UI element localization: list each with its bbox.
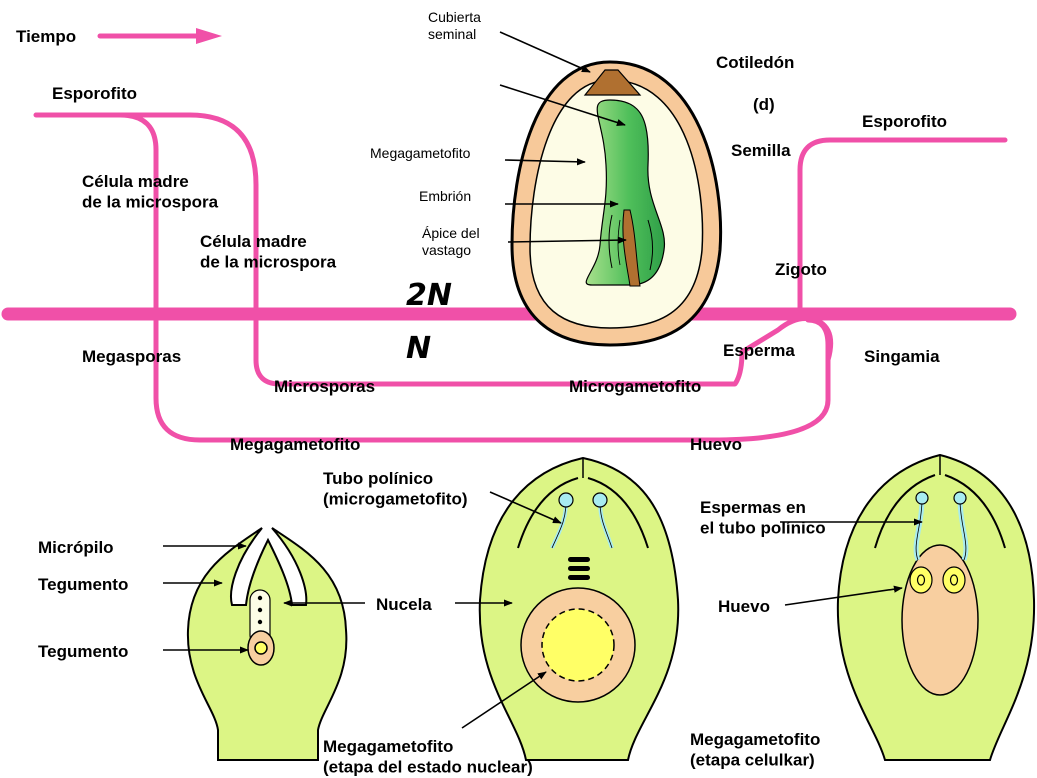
panel-letter: (d) [753, 95, 775, 114]
embryo-label: Embrión [419, 188, 471, 204]
syngamy-label: Singamia [864, 347, 940, 366]
ovule-small [188, 528, 346, 760]
microgametophyte-label: Microgametofito [569, 377, 701, 396]
egg-cycle-label: Huevo [690, 435, 742, 454]
sporophyte-right-label: Esporofito [862, 112, 947, 131]
nuclear-stage-caption: Megagametofito(etapa del estado nuclear) [323, 737, 533, 776]
central-nucleus [542, 609, 614, 681]
time-label: Tiempo [16, 27, 76, 46]
cotyledon-label: Cotiledón [716, 53, 794, 72]
time-arrow-head [196, 28, 222, 44]
ovule-cellular-stage [838, 455, 1034, 760]
sperm-label: Esperma [723, 341, 795, 360]
zygote-label: Zigoto [775, 260, 827, 279]
megagametophyte-cycle-label: Megagametofito [230, 435, 360, 454]
integument-label-2: Tegumento [38, 642, 128, 661]
microspores-label: Microsporas [274, 377, 375, 396]
cellular-stage-caption: Megagametofito(etapa celulkar) [690, 730, 820, 769]
zygote-branch [800, 140, 1005, 318]
egg-cellular-label: Huevo [718, 597, 770, 616]
pollen-tube-label: Tubo polínico(microgametofito) [323, 469, 468, 508]
integument-label-1: Tegumento [38, 575, 128, 594]
life-cycle-lines [8, 28, 1010, 440]
micropyle-label: Micrópilo [38, 538, 114, 557]
megaspores-label: Megasporas [82, 347, 181, 366]
egg-cell [902, 545, 978, 695]
seed-megagametophyte-label: Megagametofito [370, 145, 471, 161]
diploid-label: 2N [406, 278, 452, 313]
nucellus-label: Nucela [376, 595, 432, 614]
haploid-label: N [406, 331, 431, 366]
seed-label: Semilla [731, 141, 791, 160]
ovule-nuclear-stage [480, 458, 679, 760]
sporophyte-left-label: Esporofito [52, 84, 137, 103]
